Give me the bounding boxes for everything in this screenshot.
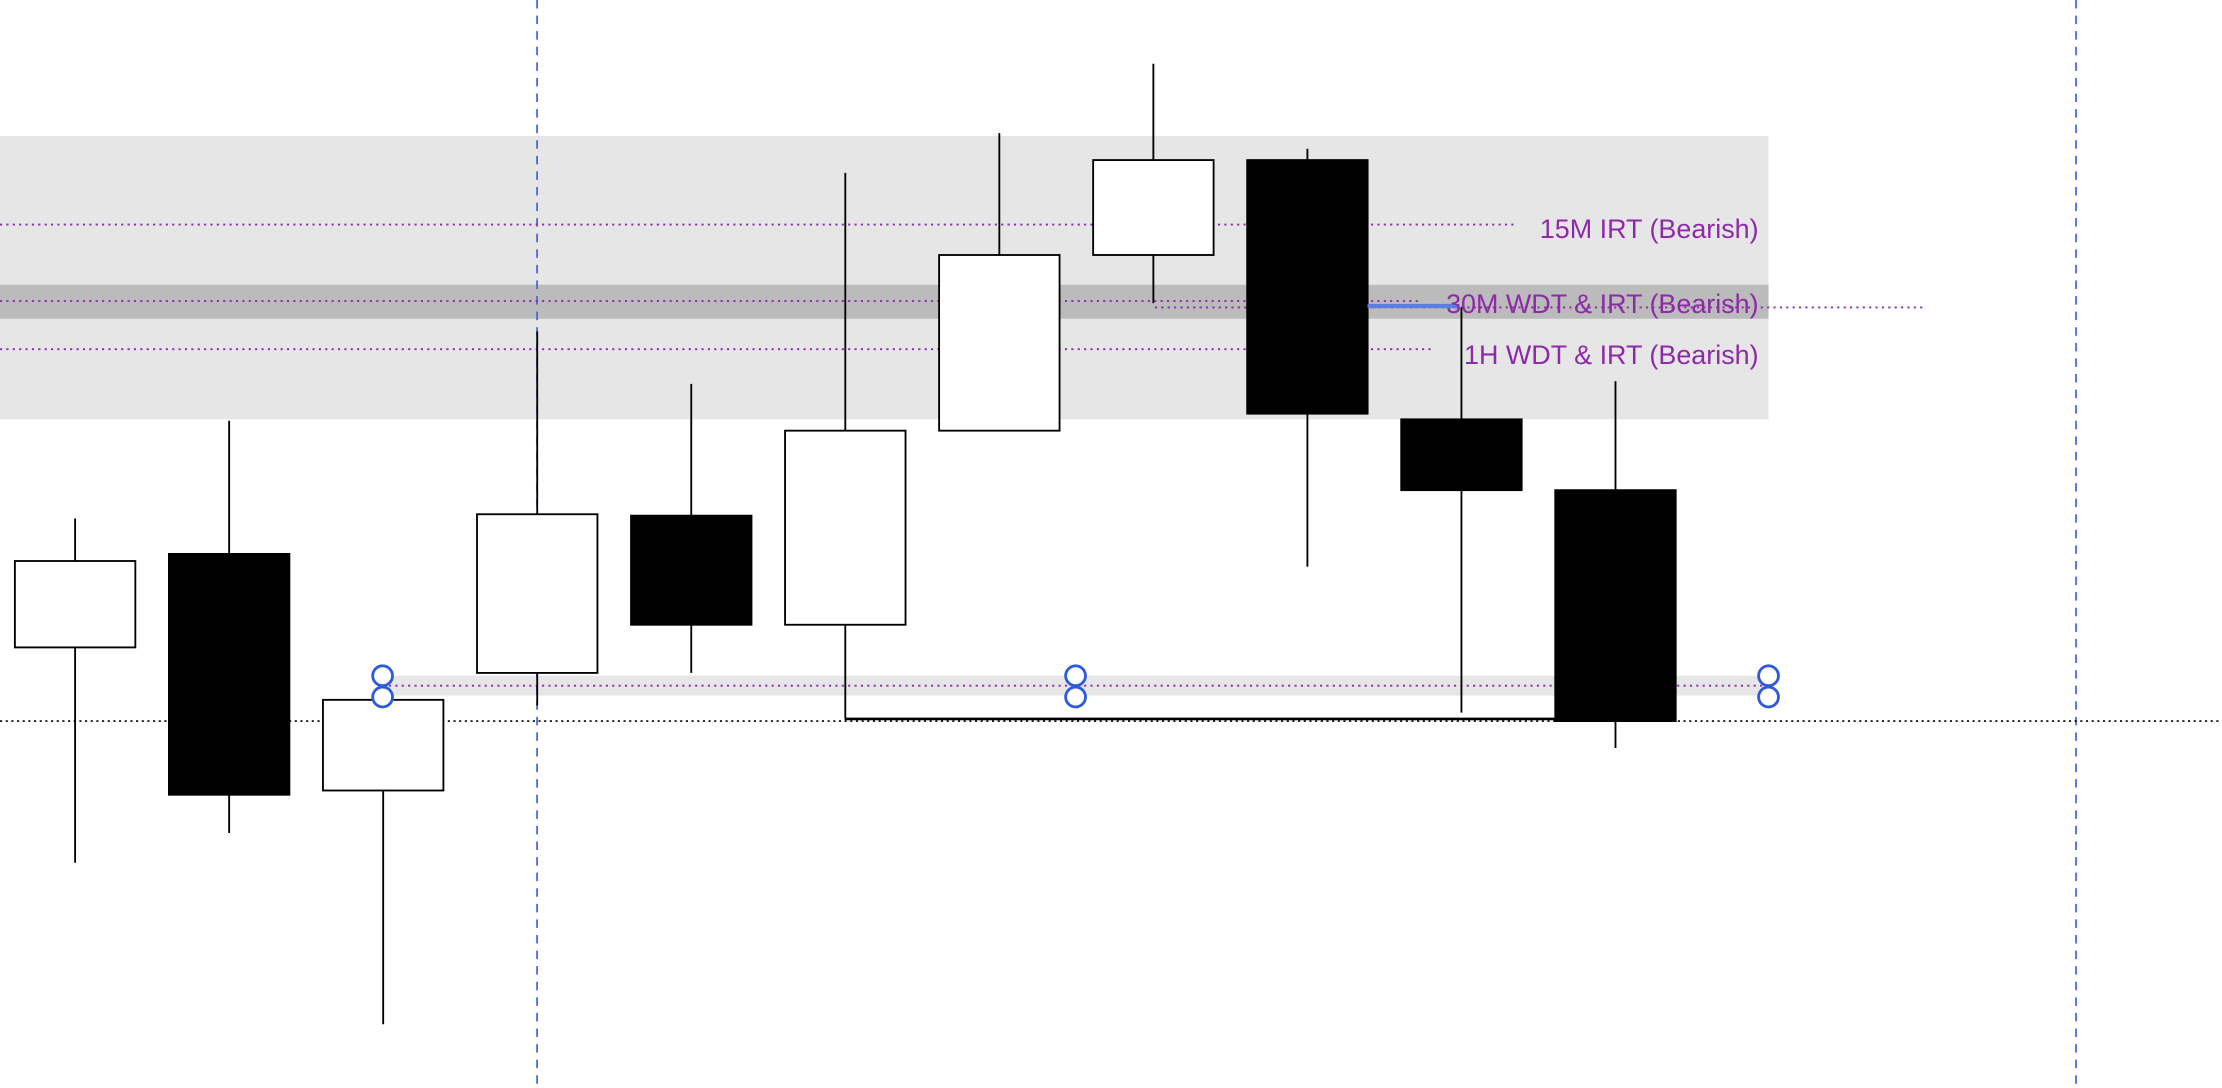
bearish-candle[interactable] — [630, 514, 753, 626]
bullish-candle[interactable] — [476, 513, 599, 674]
drag-handle-icon[interactable] — [1757, 664, 1780, 688]
bullish-candle[interactable] — [1092, 159, 1215, 256]
level-label: 1H WDT & IRT (Bearish) — [1464, 340, 1759, 370]
overlays-layer — [844, 303, 1559, 721]
drag-handle-icon[interactable] — [371, 664, 394, 688]
drag-handle-icon[interactable] — [1064, 685, 1087, 709]
upper-zone[interactable] — [0, 136, 1769, 420]
labels-layer: 15M IRT (Bearish) 30M WDT & IRT (Bearish… — [1446, 214, 1759, 370]
level-label: 15M IRT (Bearish) — [1540, 214, 1759, 244]
vertical-lines-layer — [536, 0, 2077, 1088]
zones-layer — [0, 136, 1769, 696]
bearish-candle[interactable] — [167, 552, 291, 796]
bearish-candle[interactable] — [1400, 418, 1523, 492]
drag-handle-icon[interactable] — [371, 685, 394, 709]
drag-handle-icon[interactable] — [1757, 685, 1780, 709]
bullish-candle[interactable] — [938, 254, 1061, 432]
level-label: 30M WDT & IRT (Bearish) — [1446, 289, 1759, 319]
handles-layer — [371, 664, 1780, 709]
bearish-candle[interactable] — [1554, 489, 1677, 723]
bullish-candle[interactable] — [13, 560, 137, 649]
bullish-candle[interactable] — [322, 698, 445, 792]
bullish-candle[interactable] — [784, 429, 907, 626]
candles-layer — [13, 63, 1677, 1025]
drag-handle-icon[interactable] — [1064, 664, 1087, 688]
bearish-candle[interactable] — [1246, 159, 1369, 415]
